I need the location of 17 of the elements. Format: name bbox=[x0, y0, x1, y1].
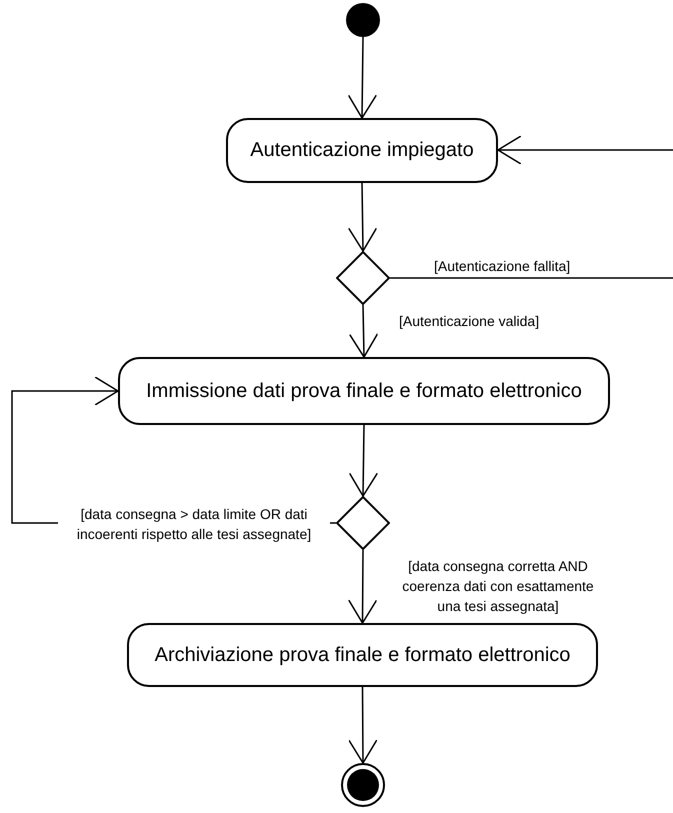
action-label: Archiviazione prova finale e formato elettronico bbox=[154, 642, 570, 668]
arrow bbox=[348, 182, 378, 252]
action-box bbox=[118, 357, 610, 425]
arrow bbox=[348, 304, 378, 358]
action-label: Autenticazione impiegato bbox=[250, 138, 474, 163]
arrow bbox=[348, 424, 378, 497]
final-node bbox=[341, 763, 385, 807]
arrow bbox=[348, 550, 378, 624]
decision-diamond bbox=[336, 496, 390, 550]
arrow bbox=[348, 687, 378, 764]
action-label: Immissione dati prova finale e formato elettronico bbox=[146, 378, 582, 404]
arrow bbox=[497, 135, 673, 165]
decision-diamond bbox=[336, 251, 390, 305]
action-box bbox=[226, 118, 498, 183]
action-box bbox=[127, 623, 598, 687]
initial-node bbox=[346, 3, 380, 37]
arrow bbox=[348, 36, 378, 119]
